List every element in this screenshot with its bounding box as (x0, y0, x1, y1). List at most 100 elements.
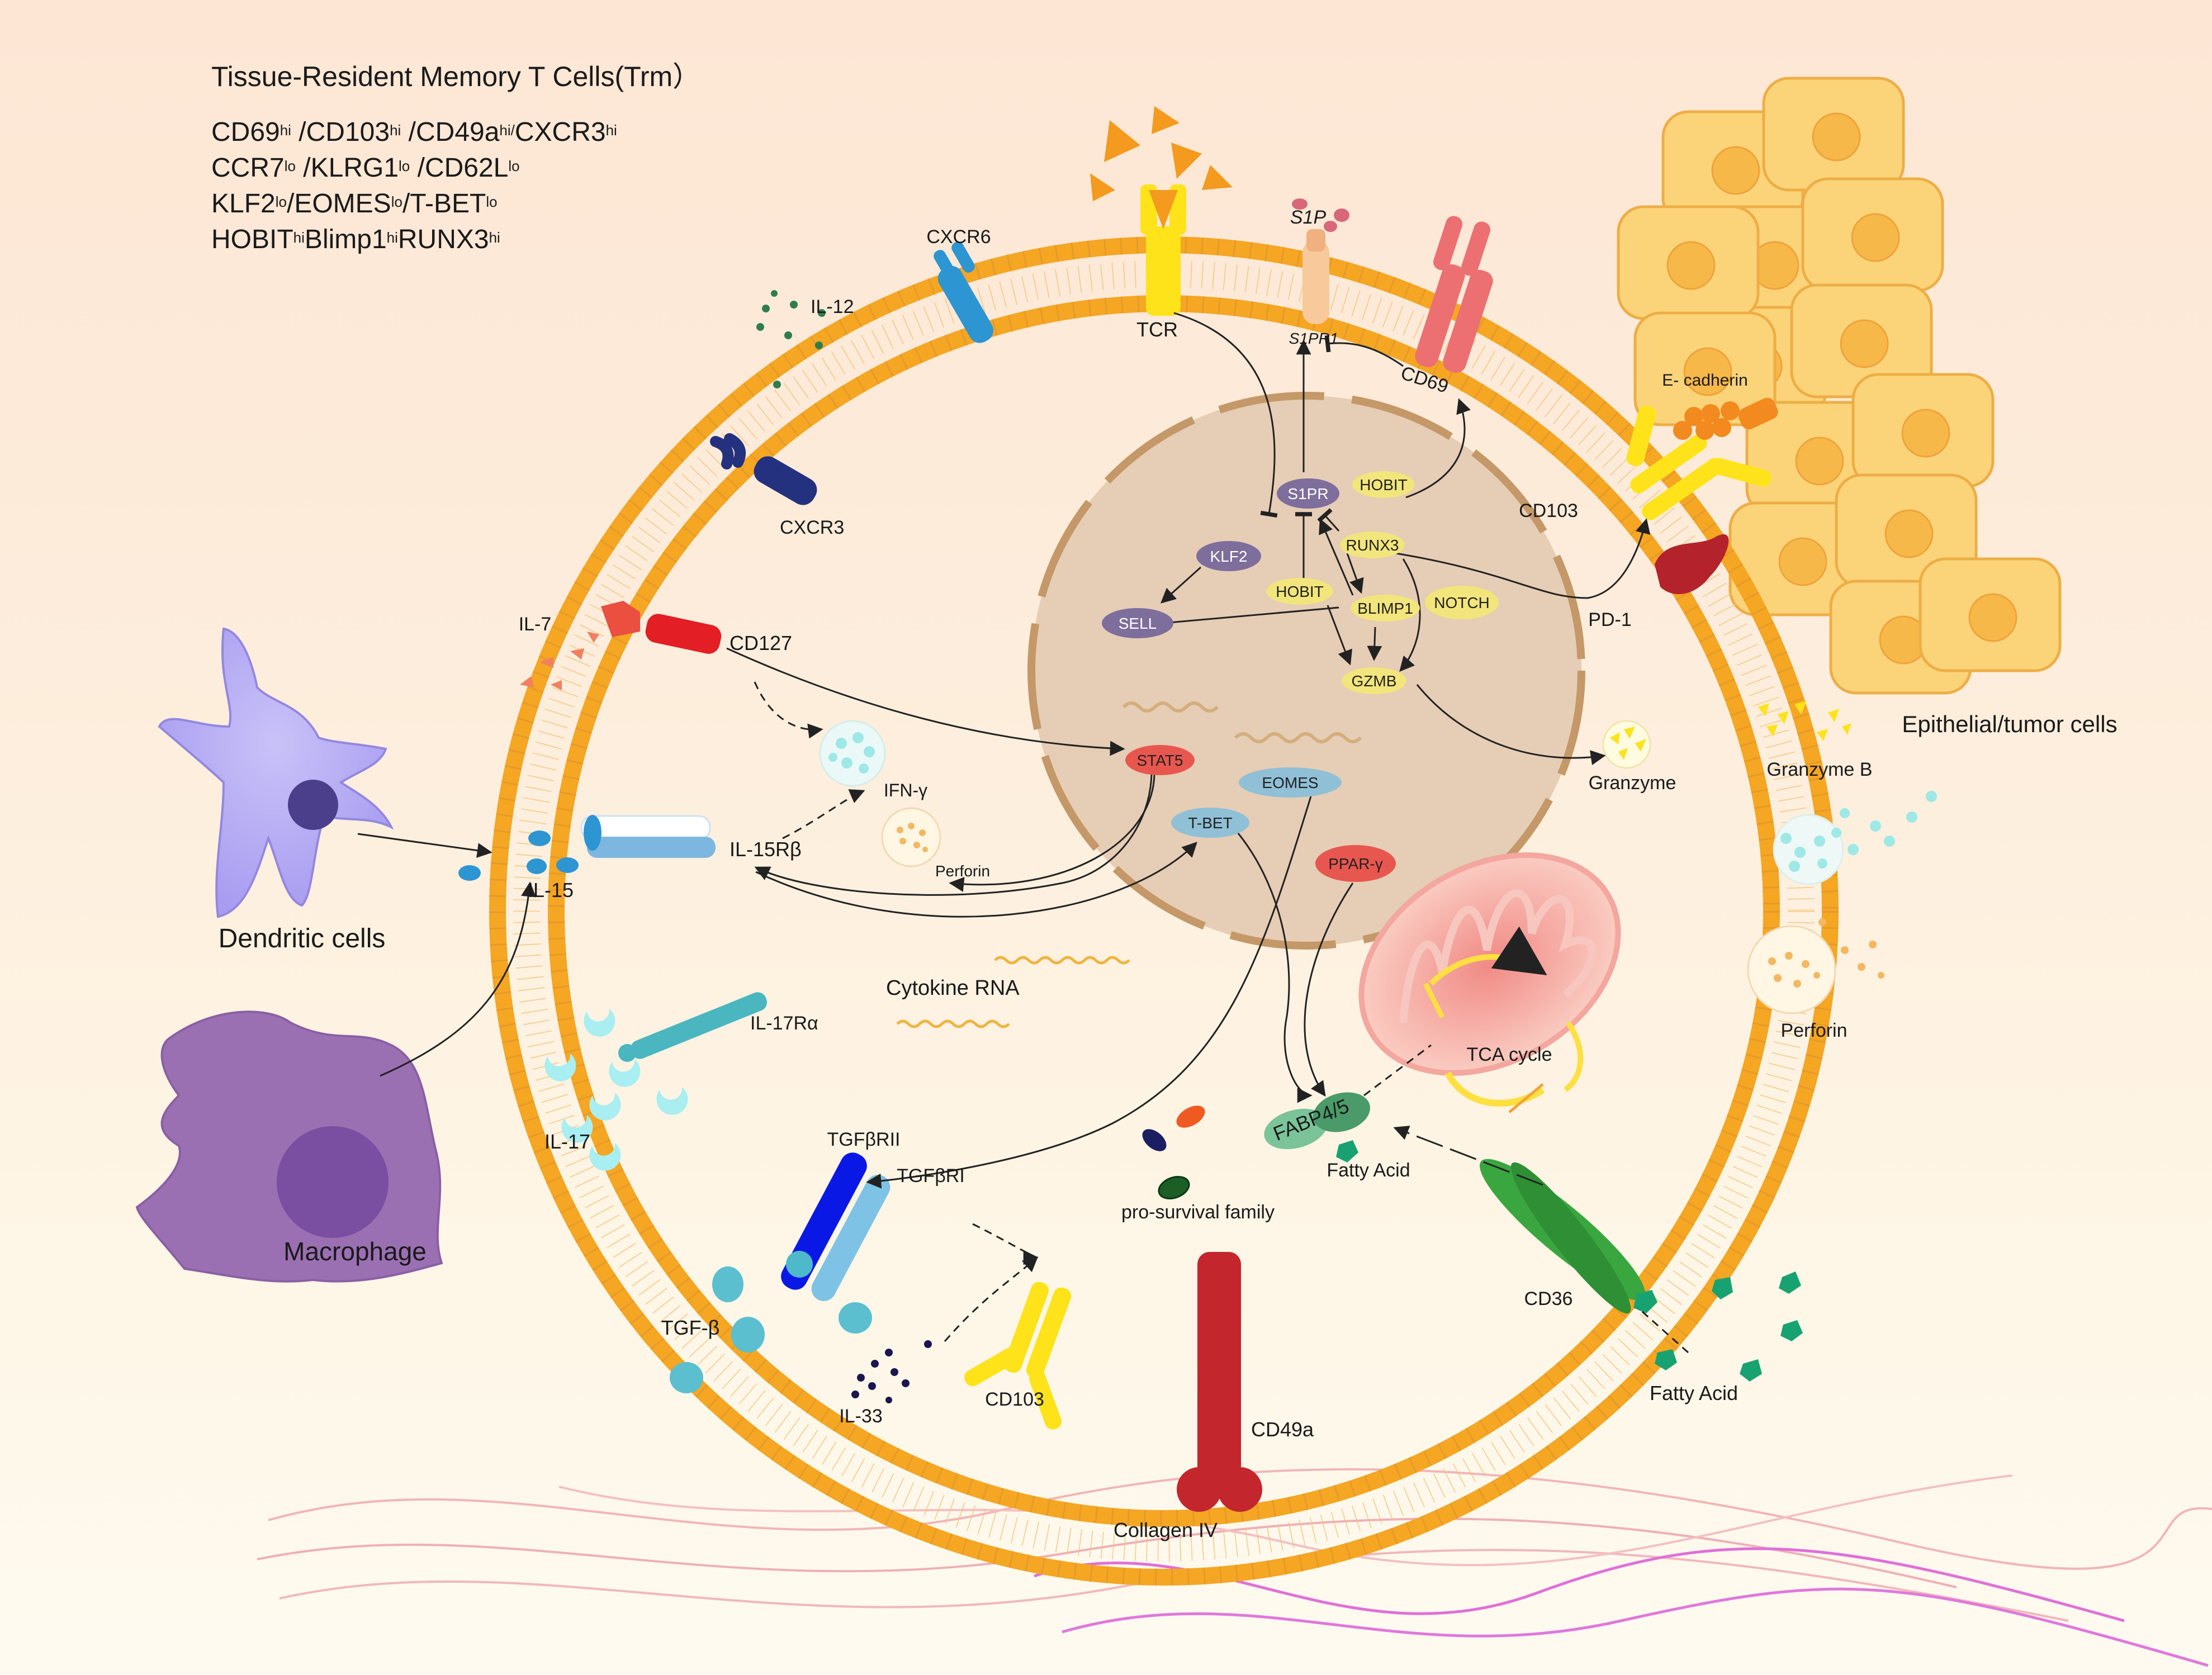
marker-name: EOMES (294, 189, 391, 219)
label-cd36: CD36 (1524, 1288, 1573, 1309)
label-macrophage: Macrophage (283, 1237, 427, 1266)
node-klf2: KLF2 (1196, 541, 1261, 571)
marker-level: lo (486, 193, 498, 210)
marker-name: T-BET (410, 189, 486, 219)
pathway-arrows (357, 312, 1651, 1189)
marker-name: RUNX3 (397, 225, 489, 254)
node-label: KLF2 (1210, 548, 1248, 565)
label-s1pr1: S1PR1 (1289, 330, 1339, 347)
il7-molecules (520, 632, 599, 690)
il12-molecules (756, 290, 826, 388)
node-label: STAT5 (1137, 752, 1183, 769)
label-tgfb: TGF-β (661, 1316, 720, 1339)
ifng-secreted (1773, 791, 1937, 885)
node-gzmb: GZMB (1342, 667, 1406, 694)
cytokine-rna (896, 956, 1130, 1028)
label-cd103-bottom: CD103 (985, 1389, 1044, 1410)
label-collagen: Collagen IV (1114, 1519, 1218, 1541)
tgfb-molecules (670, 1266, 872, 1393)
marker-level: hi/ (499, 122, 515, 139)
il15-molecules (458, 831, 579, 881)
cd127-receptor (601, 601, 722, 654)
ifng-vesicle (819, 720, 886, 787)
label-perforin-out: Perforin (1780, 1020, 1847, 1041)
label-prosurvival: pro-survival family (1121, 1202, 1275, 1223)
marker-level: hi (489, 229, 500, 246)
label-pd1: PD-1 (1588, 609, 1631, 630)
marker-name: KLRG1 (310, 153, 399, 183)
s1pr1-receptor (1302, 229, 1329, 324)
marker-separator: / (401, 117, 416, 147)
node-label: T-BET (1188, 814, 1232, 832)
label-cxcr3: CXCR3 (780, 517, 844, 538)
pd1-receptor (1655, 534, 1729, 595)
marker-level: lo (275, 193, 287, 210)
marker-separator: / (286, 189, 295, 219)
label-tgfbrii: TGFβRII (827, 1129, 901, 1150)
granzyme-b-molecules (1758, 701, 1851, 741)
marker-name: CD69 (211, 117, 280, 147)
label-cd127: CD127 (730, 632, 792, 654)
node-runx3: RUNX3 (1340, 532, 1405, 558)
nucleus-nodes: S1PRHOBITKLF2RUNX3HOBITNOTCHBLIMP1SELLGZ… (1102, 471, 1499, 882)
label-il17ra: IL-17Rα (750, 1013, 818, 1034)
node-label: HOBIT (1360, 476, 1408, 494)
label-il12: IL-12 (811, 296, 854, 317)
marker-level: hi (293, 229, 305, 246)
node-s1pr: S1PR (1277, 478, 1339, 509)
node-label: SELL (1119, 615, 1157, 632)
cd103-right-receptor (1626, 405, 1772, 520)
cd36-receptor (1479, 1159, 1646, 1314)
label-cd103-right: CD103 (1519, 500, 1578, 521)
marker-level: lo (399, 158, 410, 174)
label-il33: IL-33 (839, 1406, 883, 1427)
marker-name: HOBIT (211, 225, 293, 254)
label-il15rb: IL-15Rβ (730, 838, 802, 861)
label-il7: IL-7 (519, 614, 552, 635)
label-fatty-acid-out: Fatty Acid (1650, 1382, 1738, 1404)
prosurvival-proteins (1142, 1105, 1205, 1199)
node-label: PPAR-γ (1328, 855, 1383, 872)
node-label: HOBIT (1276, 583, 1324, 600)
epithelial-cell (1762, 77, 1905, 192)
page-title: Tissue-Resident Memory T Cells(Trm） (211, 61, 701, 92)
epithelial-cell (1617, 205, 1760, 320)
node-blimp1: BLIMP1 (1351, 595, 1420, 621)
s1p-molecules (1292, 198, 1349, 232)
granzyme-vesicle (1602, 720, 1651, 769)
label-ecadherin: E- cadherin (1662, 371, 1747, 390)
tcr-receptor (1140, 184, 1186, 316)
marker-level: hi (605, 122, 617, 139)
perforin-secreted (1747, 918, 1884, 1014)
dendritic-cell (158, 627, 394, 918)
node-stat5: STAT5 (1125, 745, 1195, 775)
marker-name: CD103 (306, 117, 390, 147)
dashed-arrows (754, 681, 1689, 1354)
marker-level: lo (284, 158, 296, 174)
node-pparg: PPAR-γ (1315, 845, 1396, 882)
node-sell: SELL (1102, 608, 1173, 638)
phenotype-line: CCR7lo /KLRG1lo /CD62Llo (211, 150, 700, 186)
label-granzyme-b: Granzyme B (1767, 759, 1873, 780)
il15rb-receptor (580, 815, 716, 858)
il17-molecules (544, 1009, 688, 1171)
nucleus (1027, 392, 1585, 950)
mitochondrion (1358, 852, 1621, 1113)
label-ifng: IFN-γ (884, 780, 927, 800)
il33-molecules (851, 1340, 932, 1403)
label-cytokine-rna: Cytokine RNA (886, 976, 1020, 1000)
label-granzyme: Granzyme (1589, 772, 1676, 794)
phenotype-header: Tissue-Resident Memory T Cells(Trm） CD69… (211, 59, 700, 258)
marker-name: KLF2 (211, 189, 276, 219)
marker-separator: / (402, 189, 410, 219)
epithelial-cell (1633, 311, 1777, 426)
epithelial-cells (1617, 77, 2062, 695)
label-epithelial: Epithelial/tumor cells (1902, 711, 2117, 737)
label-il17: IL-17 (544, 1130, 590, 1153)
node-eomes: EOMES (1239, 767, 1342, 798)
label-perforin-in: Perforin (935, 862, 990, 880)
receptors (458, 106, 1937, 1512)
label-tca: TCA cycle (1466, 1044, 1552, 1065)
